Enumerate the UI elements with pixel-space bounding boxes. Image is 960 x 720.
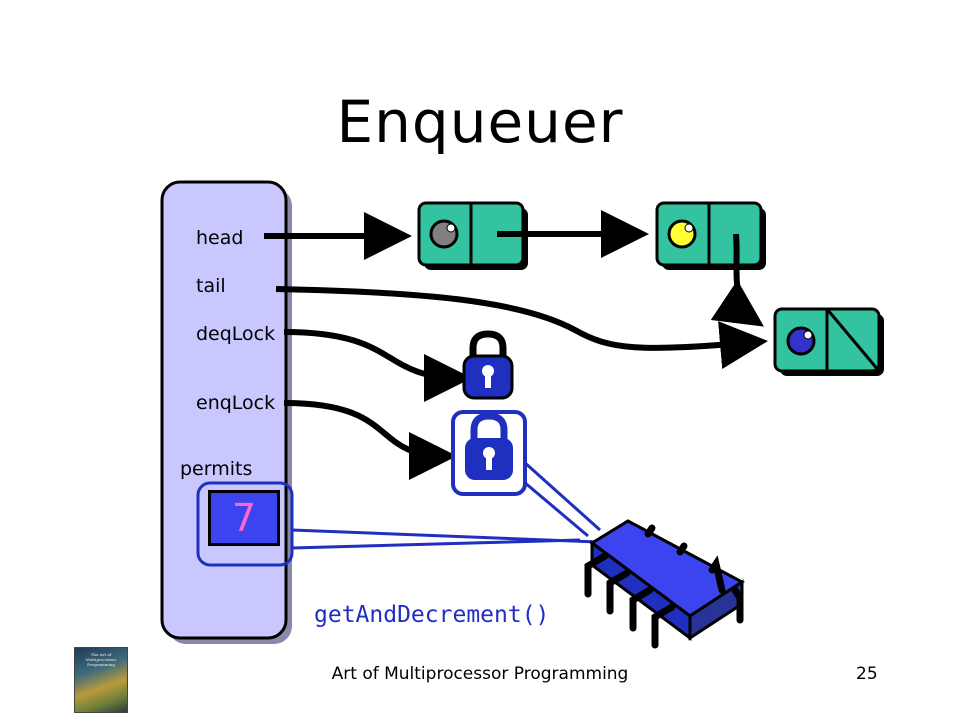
enqlock-pointer-arrow (283, 400, 457, 480)
field-label-tail: tail (196, 275, 226, 297)
book-cover-image: The Art of Multiprocessor Programming (74, 647, 128, 713)
list-node-2 (655, 201, 766, 270)
list-node-1 (417, 201, 528, 270)
deqlock-pointer-arrow (283, 329, 472, 402)
list-node-3 (773, 307, 884, 376)
field-label-deqlock: deqLock (196, 323, 276, 345)
permits-box (211, 493, 277, 543)
permits-value: 7 (231, 496, 257, 540)
permits-highlight (196, 481, 294, 567)
method-call-label: getAndDecrement() (314, 602, 550, 628)
processor-chip-icon (584, 519, 745, 649)
book-cover-title: The Art of Multiprocessor Programming (85, 652, 117, 667)
field-label-enqlock: enqLock (196, 392, 276, 414)
footer-title: Art of Multiprocessor Programming (331, 664, 629, 684)
slide-title: Enqueuer (336, 88, 624, 156)
processor-connection-lines (291, 460, 602, 550)
deq-lock-padlock-icon (462, 330, 514, 400)
field-label-permits: permits (180, 458, 253, 480)
enq-lock-padlock-icon (465, 412, 513, 480)
page-number: 25 (856, 664, 878, 684)
field-label-head: head (196, 227, 244, 249)
tail-pointer-arrow (275, 286, 768, 370)
node2-next-arrow (710, 233, 764, 327)
